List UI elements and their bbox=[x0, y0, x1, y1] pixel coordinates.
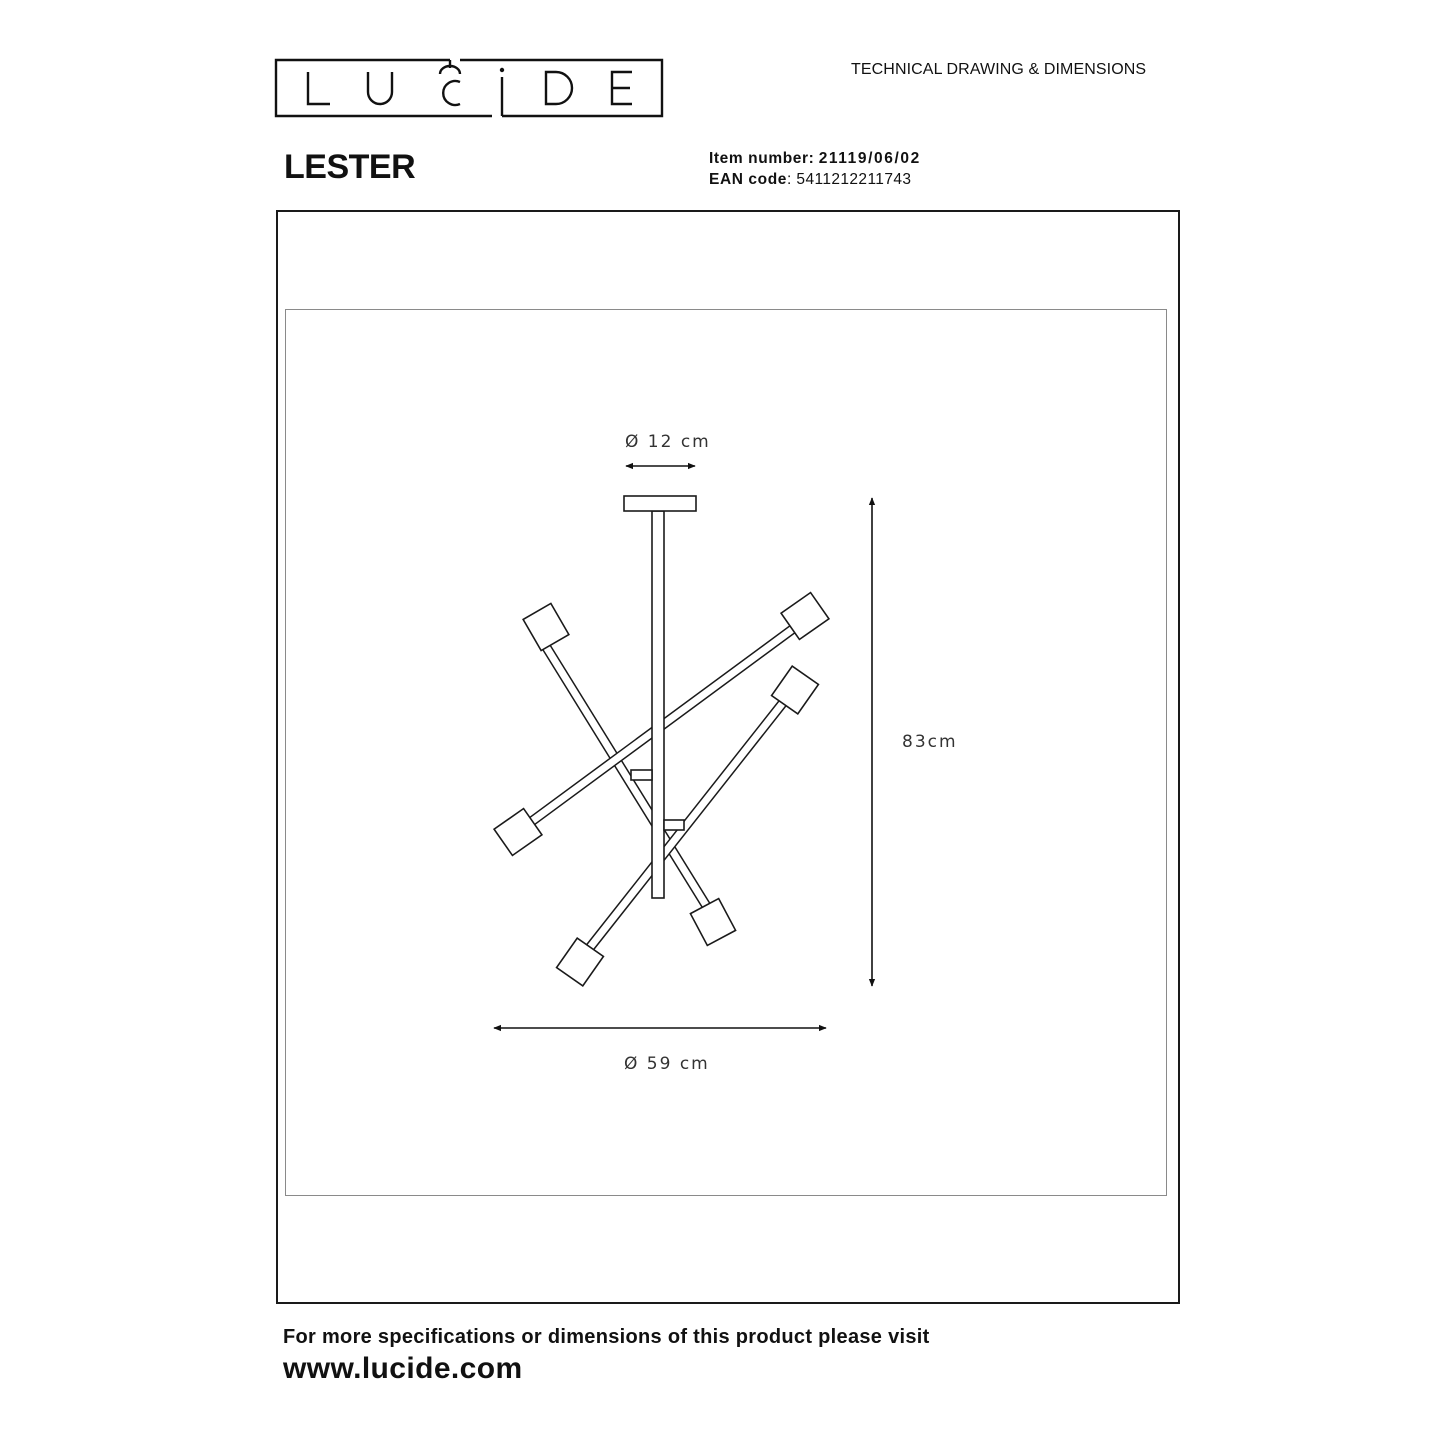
ean-row: EAN code: 5411212211743 bbox=[709, 169, 921, 190]
connector-upper bbox=[630, 769, 653, 781]
shade-upper-right bbox=[779, 591, 831, 641]
product-identifiers: Item number: 21119/06/02 EAN code: 54112… bbox=[709, 148, 921, 190]
width-diameter-label: Ø 59 cm bbox=[624, 1054, 710, 1074]
connector-lower bbox=[663, 819, 685, 831]
arm-bottom-left-to-right-upper bbox=[576, 686, 797, 964]
lucide-logo bbox=[274, 58, 664, 118]
item-number-label: Item number: bbox=[709, 150, 815, 167]
drawing-outer-frame bbox=[276, 210, 1180, 1304]
product-name: LESTER bbox=[284, 148, 416, 186]
drawing-inner-frame bbox=[285, 309, 1167, 1196]
website-link[interactable]: www.lucide.com bbox=[283, 1352, 523, 1385]
canopy-diameter-label: Ø 12 cm bbox=[625, 432, 711, 452]
shade-upper-left bbox=[522, 602, 570, 652]
ean-label: EAN code bbox=[709, 171, 788, 188]
document-type-heading: TECHNICAL DRAWING & DIMENSIONS bbox=[851, 61, 1147, 78]
shade-right-middle bbox=[770, 664, 820, 716]
shade-bottom-right bbox=[689, 897, 737, 947]
height-label: 83cm bbox=[902, 732, 958, 752]
central-stem bbox=[651, 510, 665, 899]
footer-info-text: For more specifications or dimensions of… bbox=[283, 1326, 930, 1348]
item-number-row: Item number: 21119/06/02 bbox=[709, 148, 921, 169]
shade-lower-left bbox=[492, 807, 544, 857]
arm-upper-left-to-lower-right bbox=[540, 642, 717, 918]
item-number-value: 21119/06/02 bbox=[818, 150, 921, 167]
ean-value: : 5411212211743 bbox=[787, 171, 912, 188]
shade-bottom-left bbox=[555, 936, 605, 988]
lamp-drawing bbox=[492, 495, 831, 988]
ceiling-canopy bbox=[623, 495, 697, 512]
